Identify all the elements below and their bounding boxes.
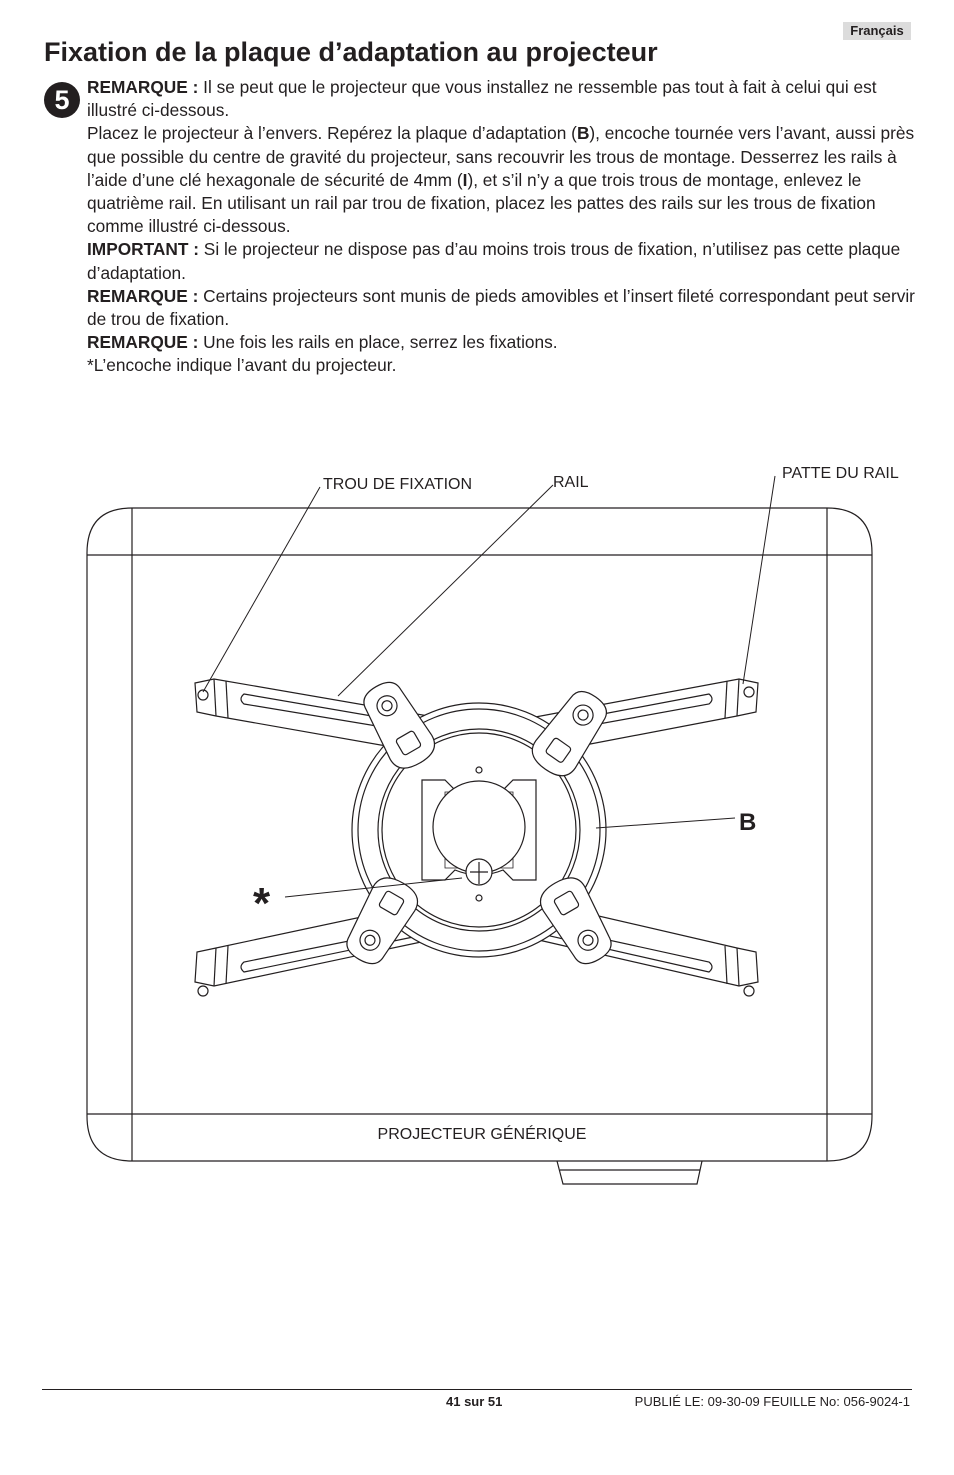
clamp-bracket-upper-right bbox=[531, 690, 607, 777]
wrench-ref-i: I bbox=[462, 169, 468, 190]
note-text: Il se peut que le projecteur que vous in… bbox=[87, 77, 877, 121]
clamp-bracket-lower-left bbox=[346, 877, 419, 965]
note-text: Certains projecteurs sont munis de pieds… bbox=[87, 285, 915, 330]
important-paragraph: IMPORTANT : Si le projecteur ne dispose … bbox=[87, 238, 917, 284]
clamp-bracket-lower-right bbox=[539, 877, 612, 965]
note-paragraph-1: REMARQUE : Il se peut que le projecteur … bbox=[87, 76, 917, 122]
note-label: REMARQUE : bbox=[87, 332, 199, 353]
note-label: REMARQUE : bbox=[87, 77, 199, 97]
note-label: REMARQUE : bbox=[87, 285, 199, 306]
step-number-badge: 5 bbox=[44, 82, 80, 118]
label-rail-tab: PATTE DU RAIL bbox=[782, 465, 899, 482]
page-number: 41 sur 51 bbox=[446, 1394, 503, 1409]
label-plate-b: B bbox=[739, 809, 756, 836]
label-rail: RAIL bbox=[553, 474, 589, 491]
important-text: Si le projecteur ne dispose pas d’au moi… bbox=[87, 239, 901, 283]
label-mounting-hole: TROU DE FIXATION bbox=[323, 476, 472, 493]
procedure-text-a: Placez le projecteur à l’envers. Repérez… bbox=[87, 123, 577, 144]
publication-info: PUBLIÉ LE: 09-30-09 FEUILLE No: 056-9024… bbox=[634, 1394, 910, 1409]
important-label: IMPORTANT : bbox=[87, 239, 199, 260]
procedure-text-c: ), et s’il n’y a que trois trous de mont… bbox=[87, 169, 876, 237]
projector-outline bbox=[86, 507, 873, 1185]
language-tag: Français bbox=[843, 22, 911, 40]
leader-lines bbox=[202, 475, 776, 898]
label-notch-asterisk: * bbox=[253, 879, 271, 928]
note-paragraph-3: REMARQUE : Une fois les rails en place, … bbox=[87, 331, 917, 354]
notch-footnote: *L’encoche indique l’avant du projecteur… bbox=[87, 355, 397, 376]
note-paragraph-2: REMARQUE : Certains projecteurs sont mun… bbox=[87, 285, 917, 331]
note-text: Une fois les rails en place, serrez les … bbox=[198, 332, 558, 353]
procedure-text-b: ), encoche tournée vers l’avant, aussi p… bbox=[87, 123, 915, 190]
footer-divider bbox=[42, 1389, 912, 1390]
clamp-bracket-upper-left bbox=[363, 681, 436, 769]
label-generic-projector: PROJECTEUR GÉNÉRIQUE bbox=[378, 1124, 587, 1143]
plate-ref-b: B bbox=[576, 123, 590, 144]
section-title: Fixation de la plaque d’adaptation au pr… bbox=[44, 37, 658, 67]
procedure-paragraph: Placez le projecteur à l’envers. Repérez… bbox=[87, 122, 917, 238]
instructions: REMARQUE : Il se peut que le projecteur … bbox=[87, 76, 917, 378]
